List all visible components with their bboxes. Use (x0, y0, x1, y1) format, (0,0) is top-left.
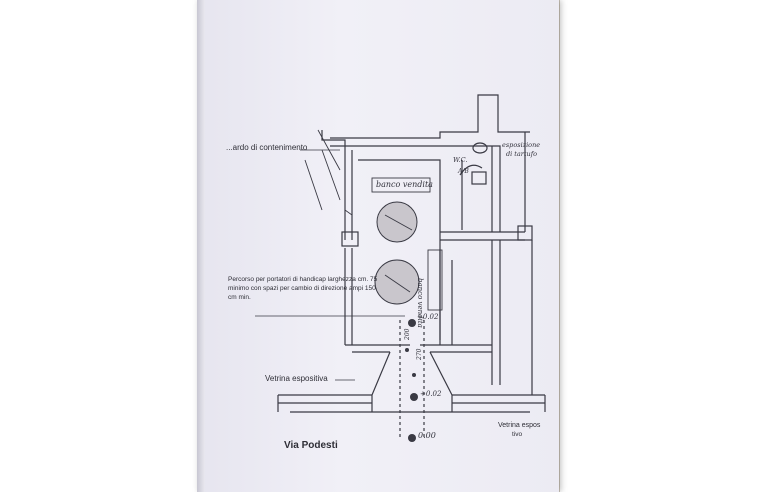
label-display-right: esposizione (502, 141, 541, 149)
level-top: +0.02 (417, 313, 439, 321)
note-accessible-path: Percorso per portatori di handicap largh… (228, 276, 378, 301)
label-shop-window-right-2: tivo (512, 431, 523, 438)
wall-left-outer (321, 130, 346, 240)
shop-window-wedge (371, 351, 453, 412)
dimension-a: 200 (404, 328, 411, 340)
label-shop-window-right-1: Vetrina espos (498, 422, 541, 429)
paper-fold (197, 0, 205, 492)
label-shop-window: Vetrina espositiva (265, 374, 328, 383)
dimension-b: 270 (416, 348, 423, 360)
label-wc: W.C. (453, 156, 468, 164)
turning-circle-bottom (374, 259, 420, 305)
label-counter-top: banco vendita (376, 180, 433, 189)
counter-side-box (427, 249, 443, 311)
label-wc-dim: A/B (458, 168, 469, 175)
wall-outer-top (330, 94, 530, 139)
level-mid: +0.02 (420, 390, 442, 398)
label-containment-wall: ...ardo di contenimento (226, 143, 308, 152)
storefront-base-left (277, 394, 372, 412)
wall-room-lower (439, 250, 453, 345)
wall-wc-top (440, 145, 501, 232)
wall-right-lower (491, 240, 501, 385)
entry-dot-1 (405, 348, 409, 352)
label-display-right-sub: di tartufo (506, 150, 538, 158)
counter-top-box (371, 177, 431, 193)
entry-dot-2 (412, 373, 416, 377)
paper-sheet (197, 0, 559, 492)
level-marker-top (408, 319, 416, 327)
wall-left-lower (344, 248, 353, 345)
level-street: 0.00 (418, 431, 436, 440)
wc-toilet (472, 142, 488, 154)
label-street: Via Podesti (284, 440, 338, 451)
wall-right-outer (524, 132, 533, 395)
wall-bottom-right (420, 344, 492, 353)
entry-path (399, 320, 425, 440)
wall-mid-cross (440, 231, 525, 241)
hatch-left (304, 129, 341, 211)
turning-circle-bottom-arrow (384, 274, 411, 293)
storefront-base-right (452, 394, 546, 412)
level-marker-mid (410, 393, 418, 401)
wc-door-swing (459, 164, 483, 176)
wall-bottom-left (345, 344, 410, 353)
hatch-note-leader (344, 209, 353, 216)
background-white-left (0, 0, 200, 492)
wc-basin (471, 171, 487, 185)
column-left (341, 231, 359, 247)
level-marker-street (408, 434, 416, 442)
background-white-right (560, 0, 764, 492)
turning-circle-top-arrow (384, 214, 413, 231)
